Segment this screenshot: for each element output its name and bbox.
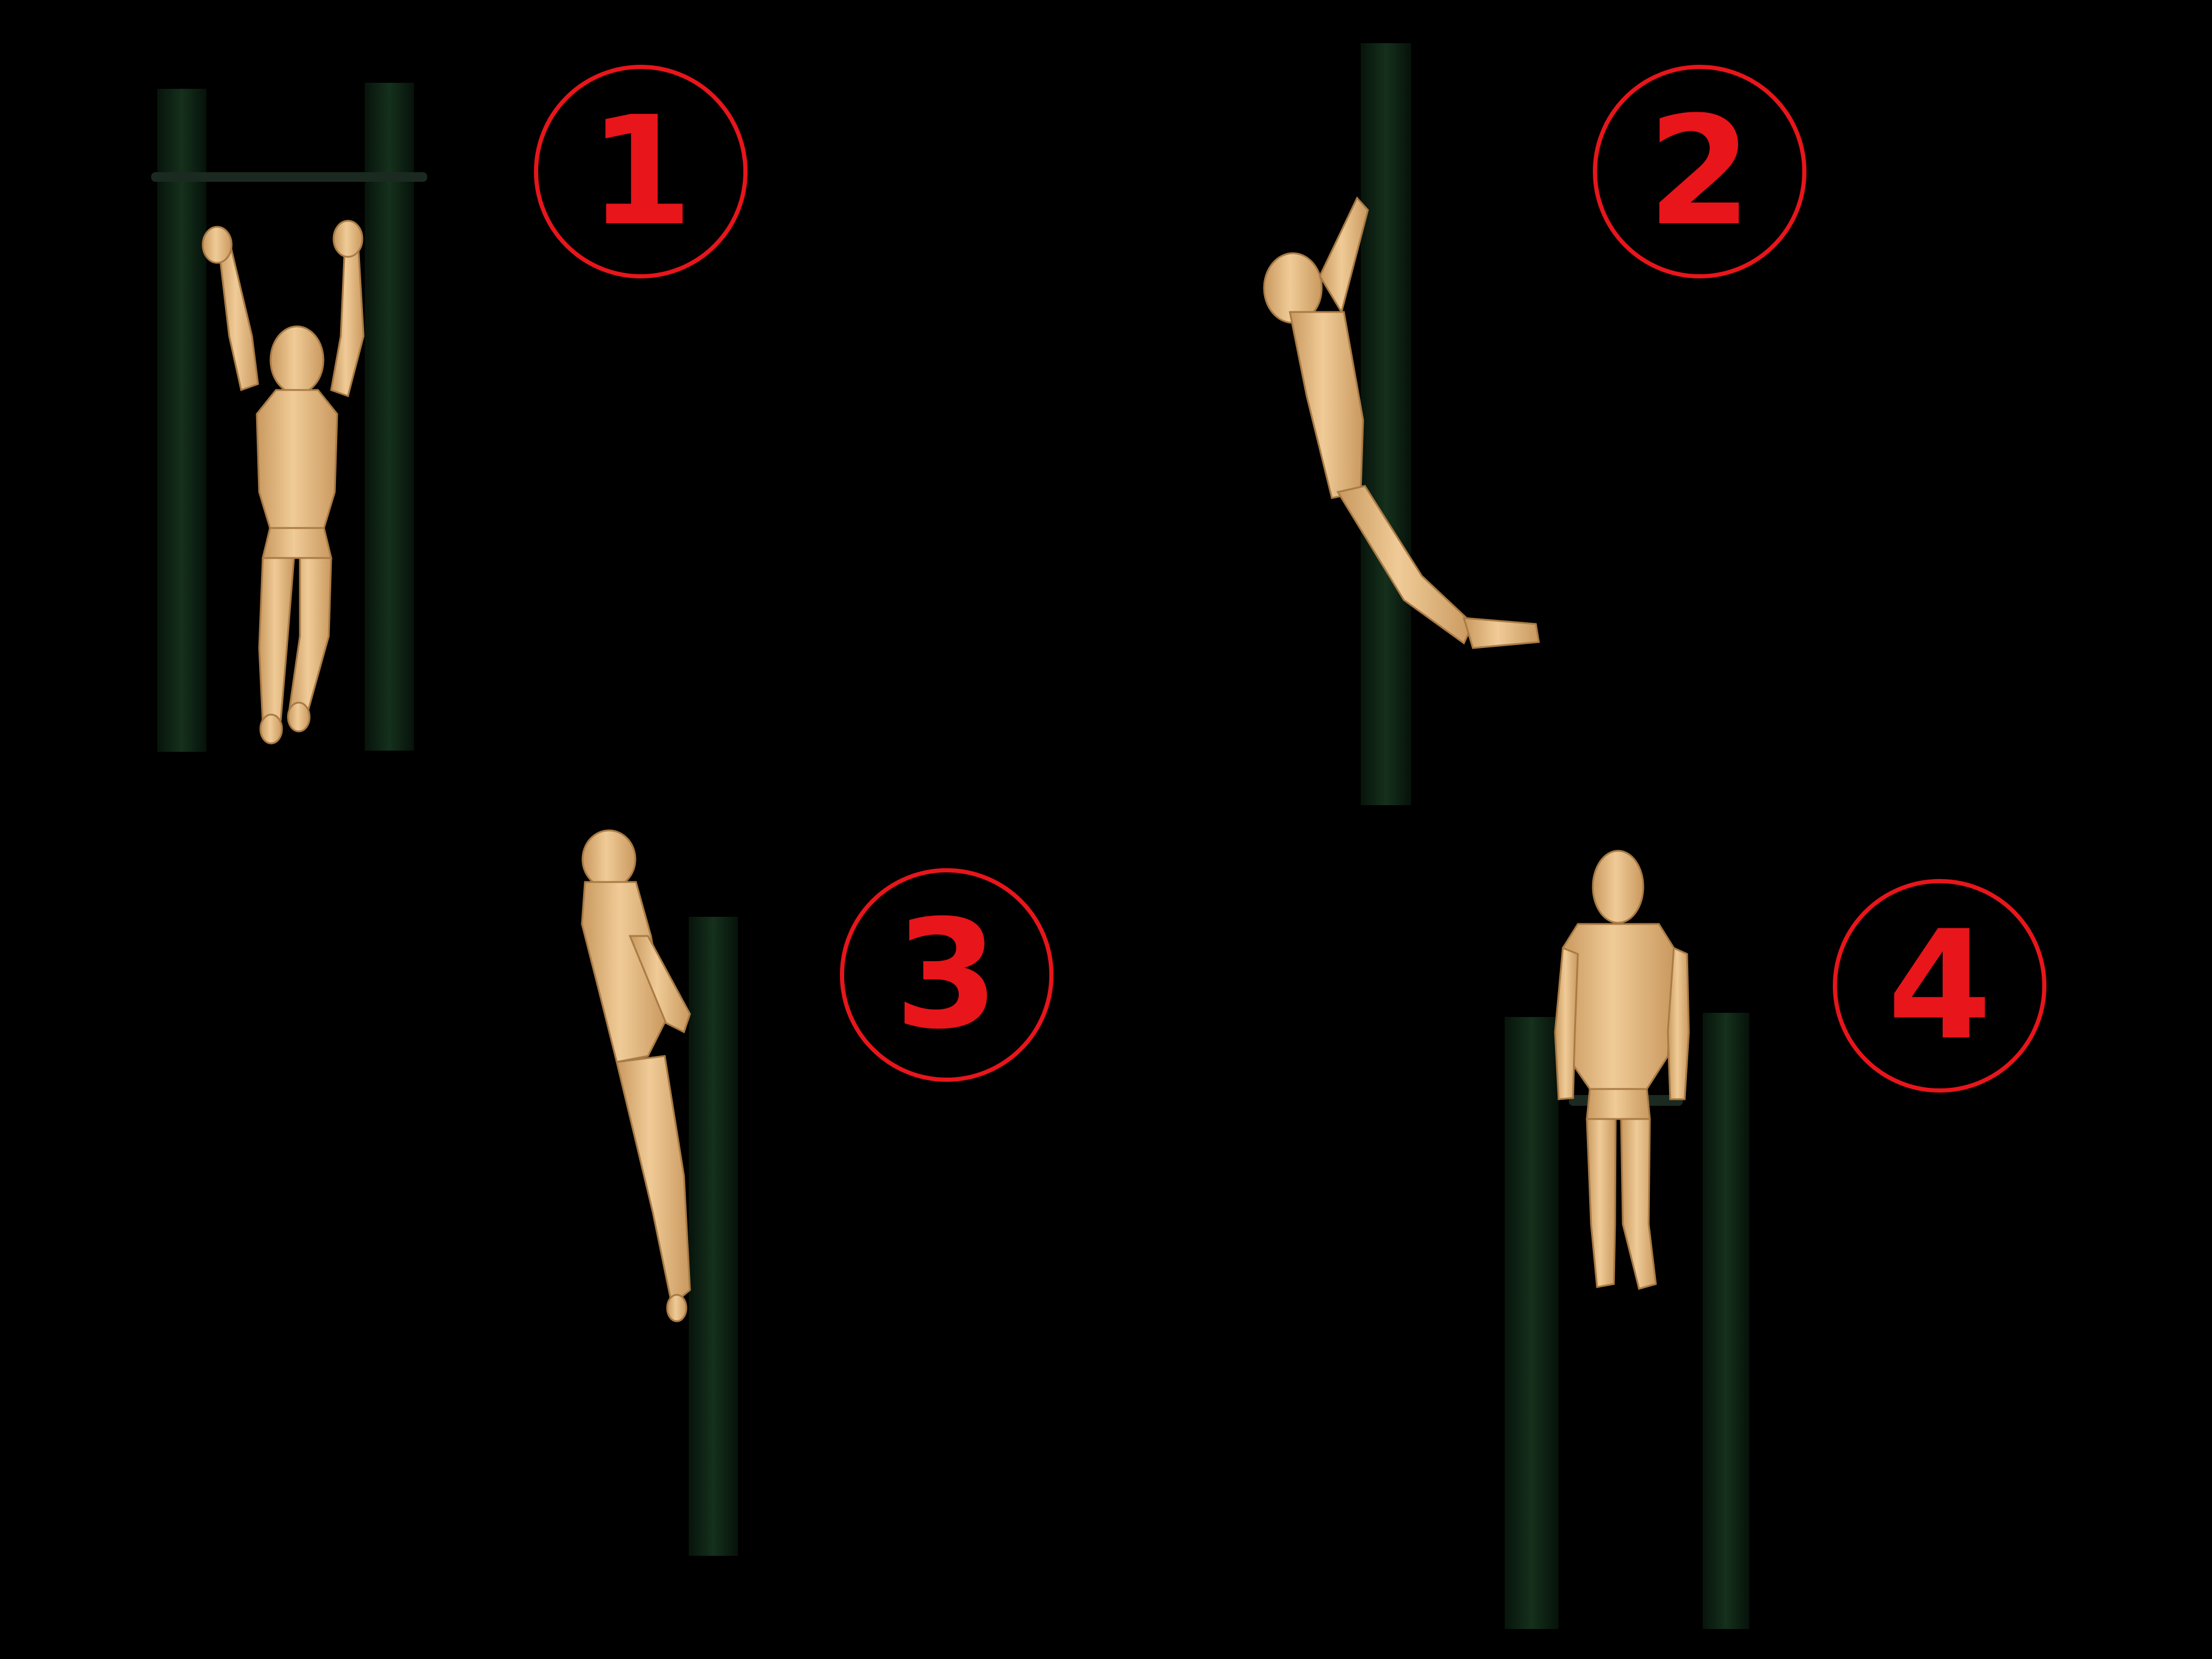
panel-4-photo [1505,850,1749,1629]
panel-3-photo [581,829,738,1556]
step-number: 4 [1887,898,1992,1073]
right-post [1703,1013,1749,1629]
figure-1 [202,220,365,745]
step-badge-3: 3 [840,868,1054,1082]
left-post [1505,1017,1559,1629]
right-post [365,83,414,751]
step-number: 2 [1647,84,1752,259]
panel-1-photo [151,83,427,752]
post [1361,43,1411,805]
figure-4 [1554,850,1690,1290]
figure-2 [1263,196,1540,649]
step-number: 3 [895,887,999,1062]
pull-up-bar [151,172,427,182]
panel-2-photo [1263,43,1540,805]
step-number: 1 [589,84,693,259]
left-post [157,89,206,752]
post [689,917,738,1556]
figure-3 [581,829,691,1322]
step-badge-2: 2 [1593,65,1806,278]
step-badge-4: 4 [1833,879,2046,1093]
step-badge-1: 1 [534,65,748,278]
